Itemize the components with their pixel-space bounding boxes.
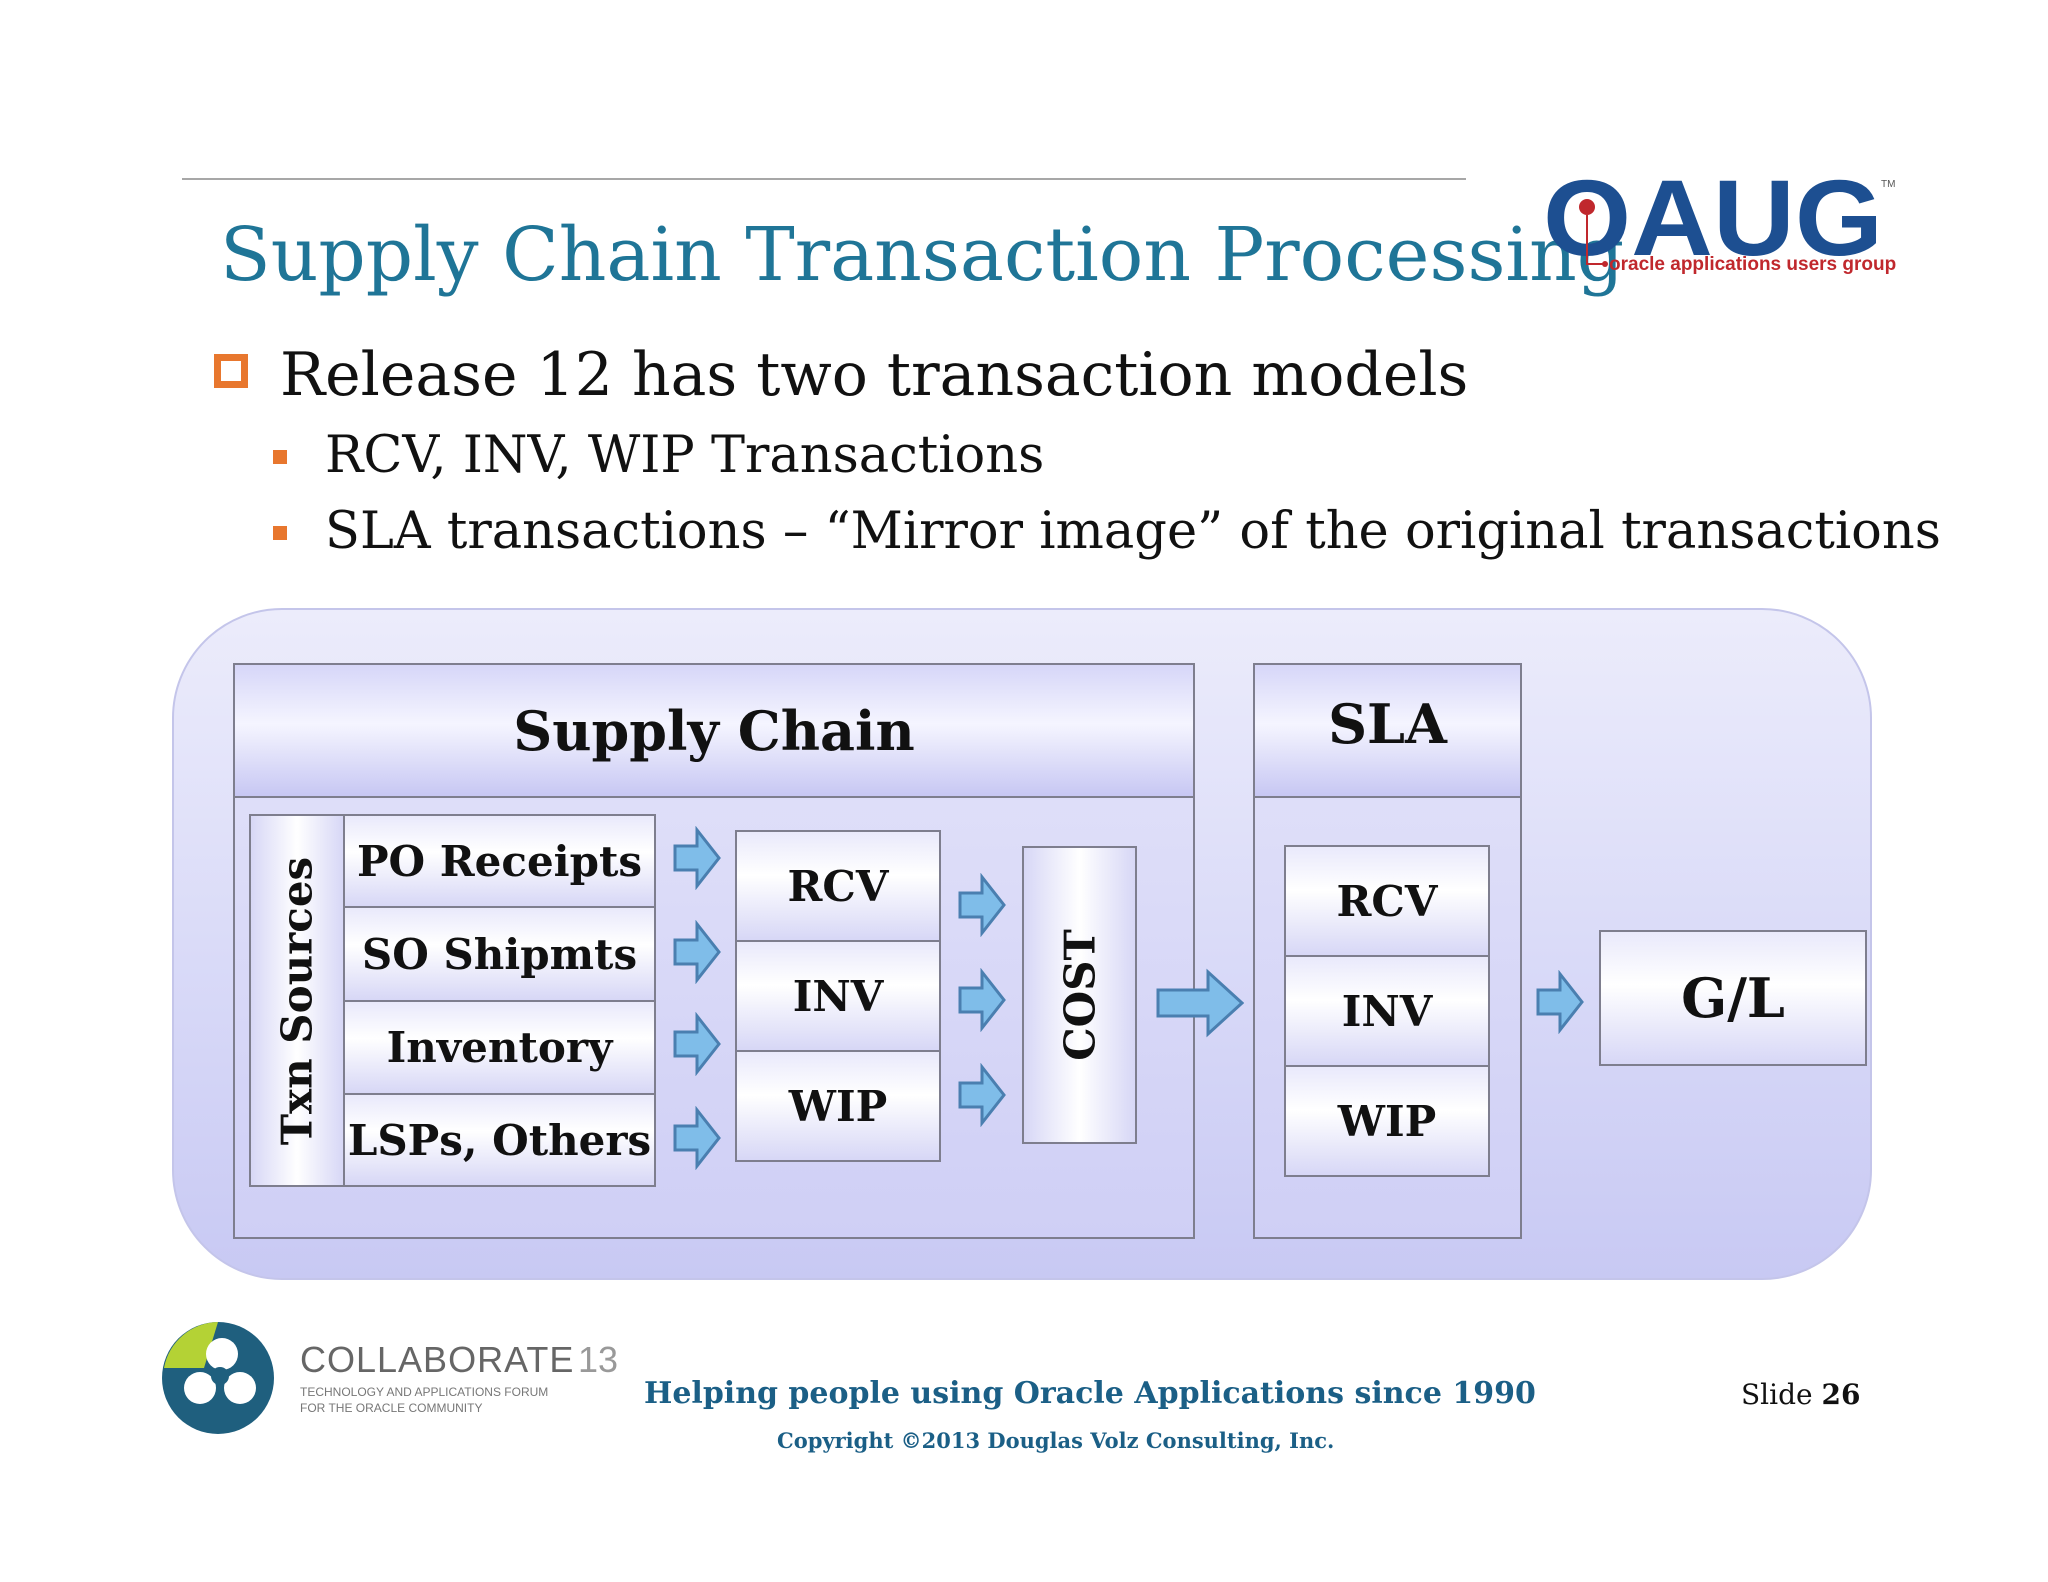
sub-bullet-icon bbox=[273, 450, 287, 464]
txn-sources-label: Txn Sources bbox=[272, 856, 322, 1145]
sla-module-wip: WIP bbox=[1284, 1065, 1490, 1177]
module-inv: INV bbox=[735, 940, 941, 1052]
logo-text: OAUG bbox=[1543, 165, 1883, 278]
source-so-shipmts: SO Shipmts bbox=[343, 906, 656, 1002]
sub-bullet-1: RCV, INV, WIP Transactions bbox=[325, 426, 1045, 485]
collaborate-line1: TECHNOLOGY AND APPLICATIONS FORUM bbox=[300, 1385, 548, 1399]
logo-dot bbox=[1579, 199, 1595, 215]
arrow-right-icon bbox=[958, 1063, 1006, 1127]
collaborate-name: COLLABORATE bbox=[300, 1339, 574, 1380]
txn-sources-box: Txn Sources bbox=[249, 814, 345, 1187]
logo-subtitle: oracle applications users group bbox=[1609, 254, 1896, 275]
main-bullet: Release 12 has two transaction models bbox=[280, 340, 1469, 410]
arrow-right-icon bbox=[958, 873, 1006, 937]
arrow-right-icon bbox=[958, 968, 1006, 1032]
arrow-right-icon bbox=[673, 920, 721, 984]
arrow-right-icon bbox=[673, 1012, 721, 1076]
collaborate-year: 13 bbox=[578, 1339, 618, 1380]
module-wip: WIP bbox=[735, 1050, 941, 1162]
sub-bullet-icon bbox=[273, 526, 287, 540]
cost-label: COST bbox=[1055, 929, 1104, 1061]
source-lsps-others: LSPs, Others bbox=[343, 1093, 656, 1187]
arrow-right-icon bbox=[1536, 970, 1584, 1034]
slide-label: Slide bbox=[1741, 1378, 1813, 1411]
sla-module-inv: INV bbox=[1284, 955, 1490, 1067]
source-po-receipts: PO Receipts bbox=[343, 814, 656, 908]
footer-tagline: Helping people using Oracle Applications… bbox=[644, 1376, 1536, 1411]
cost-box: COST bbox=[1022, 846, 1137, 1144]
sub-bullet-2: SLA transactions – “Mirror image” of the… bbox=[325, 502, 1941, 561]
slide-title: Supply Chain Transaction Processing bbox=[220, 212, 1625, 298]
source-inventory: Inventory bbox=[343, 1000, 656, 1095]
bullet-square-icon bbox=[214, 354, 248, 388]
sla-header: SLA bbox=[1253, 663, 1522, 798]
sla-module-rcv: RCV bbox=[1284, 845, 1490, 957]
slide-number: Slide 26 bbox=[1741, 1378, 1860, 1411]
arrow-right-icon bbox=[673, 826, 721, 890]
collaborate-logo: COLLABORATE 13 TECHNOLOGY AND APPLICATIO… bbox=[162, 1322, 618, 1434]
collaborate-line2: FOR THE ORACLE COMMUNITY bbox=[300, 1401, 482, 1415]
supply-chain-header: Supply Chain bbox=[233, 663, 1195, 798]
footer-copyright: Copyright ©2013 Douglas Volz Consulting,… bbox=[777, 1428, 1335, 1453]
header-rule bbox=[182, 178, 1466, 180]
arrow-right-icon bbox=[1156, 968, 1244, 1038]
logo-tm: TM bbox=[1881, 179, 1895, 190]
module-rcv: RCV bbox=[735, 830, 941, 942]
arrow-right-icon bbox=[673, 1106, 721, 1170]
gl-box: G/L bbox=[1599, 930, 1867, 1066]
oaug-logo: OAUG TM oracle applications users group bbox=[1543, 165, 1896, 278]
slide-number-value: 26 bbox=[1821, 1378, 1861, 1411]
